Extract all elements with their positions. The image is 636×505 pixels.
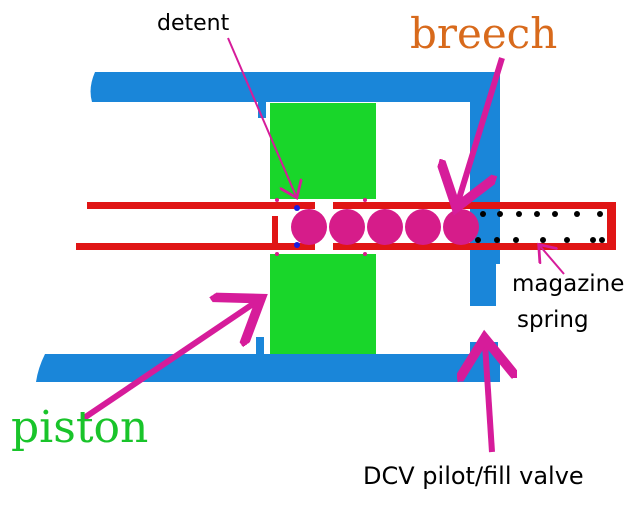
housing-bottom-lip (256, 337, 264, 357)
label-magazine: magazine (512, 271, 624, 297)
label-piston: piston (11, 402, 148, 453)
label-breech: breech (410, 9, 557, 58)
spring-dot (599, 237, 605, 243)
spring-dot (494, 237, 500, 243)
housing-bottom-wall (36, 354, 500, 382)
spring-dot (513, 237, 519, 243)
detent-seat (272, 216, 278, 243)
detent-dot (294, 205, 300, 211)
label-detent: detent (157, 11, 230, 36)
spring-dot (597, 211, 603, 217)
tick-dot (363, 198, 367, 202)
housing-top-wall (90, 72, 500, 102)
detent-arrow (227, 37, 296, 196)
label-dcv-valve: DCV pilot/fill valve (363, 462, 584, 490)
tube-bottom-right (333, 243, 616, 250)
spring-dot (590, 237, 596, 243)
housing-top-lip (258, 100, 266, 118)
detent-dot (294, 242, 300, 248)
tube-bottom-left (76, 243, 315, 250)
spring-dot (516, 211, 522, 217)
tube-top-left (87, 202, 315, 209)
ball (367, 209, 403, 245)
tube-top-right (333, 202, 616, 209)
housing-right-wall-tab (470, 248, 496, 306)
spring-dot (480, 211, 486, 217)
ball (329, 209, 365, 245)
spring-dot (552, 211, 558, 217)
spring-dot (475, 237, 481, 243)
label-spring: spring (517, 307, 589, 333)
tick-dot (363, 252, 367, 256)
breech-arrow (458, 57, 505, 202)
tick-dot (275, 198, 279, 202)
spring-dot (534, 211, 540, 217)
magazine-spring-arrow (540, 246, 565, 275)
spring-dot (574, 211, 580, 217)
dcv-valve-arrow (485, 344, 492, 453)
ball (291, 209, 327, 245)
ball (405, 209, 441, 245)
spring-dot (540, 237, 546, 243)
piston-upper-block (270, 103, 376, 199)
spring-dot (564, 237, 570, 243)
piston-lower-block (270, 254, 376, 354)
ball (443, 209, 479, 245)
spring-dot (497, 211, 503, 217)
tick-dot (275, 252, 279, 256)
piston-arrow (82, 302, 256, 421)
tube-end-cap (607, 202, 616, 250)
